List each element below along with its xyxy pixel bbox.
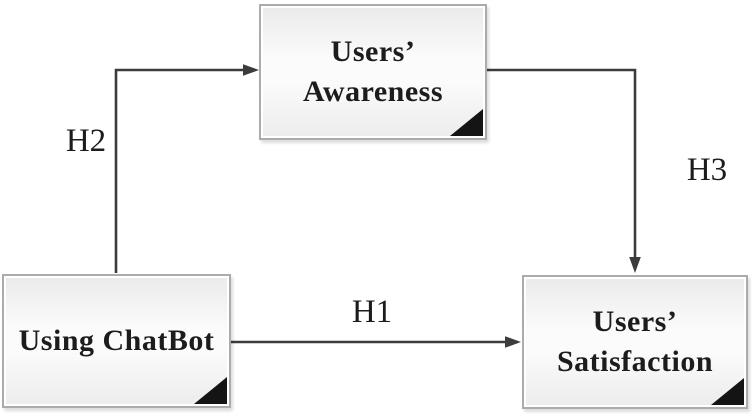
node-label-line: Satisfaction [557,345,713,378]
node-users-satisfaction: Users’ Satisfaction [522,275,748,409]
node-label-line: Awareness [302,75,444,108]
node-using-chatbot-label: Using ChatBot [19,321,215,361]
node-label-line: Using ChatBot [18,324,215,357]
corner-triangle-icon [450,109,483,136]
edge-h3-arrowhead [629,257,641,273]
node-users-satisfaction-label: Users’ Satisfaction [557,302,713,382]
edge-h2-arrowhead [243,64,259,76]
edge-label-h1: H1 [351,294,393,330]
node-users-awareness: Users’ Awareness [259,4,487,140]
node-label-line: Users’ [592,305,678,338]
edge-h1-arrowhead [505,336,521,348]
node-label-line: Users’ [330,35,416,68]
edge-h3-line [487,68,637,259]
edge-h2-line [114,68,244,273]
corner-triangle-icon [711,378,744,405]
node-using-chatbot: Using ChatBot [2,274,231,408]
edge-label-h2: H2 [65,123,107,159]
edge-label-h3: H3 [686,152,728,188]
node-users-awareness-label: Users’ Awareness [303,32,443,112]
corner-triangle-icon [194,377,227,404]
